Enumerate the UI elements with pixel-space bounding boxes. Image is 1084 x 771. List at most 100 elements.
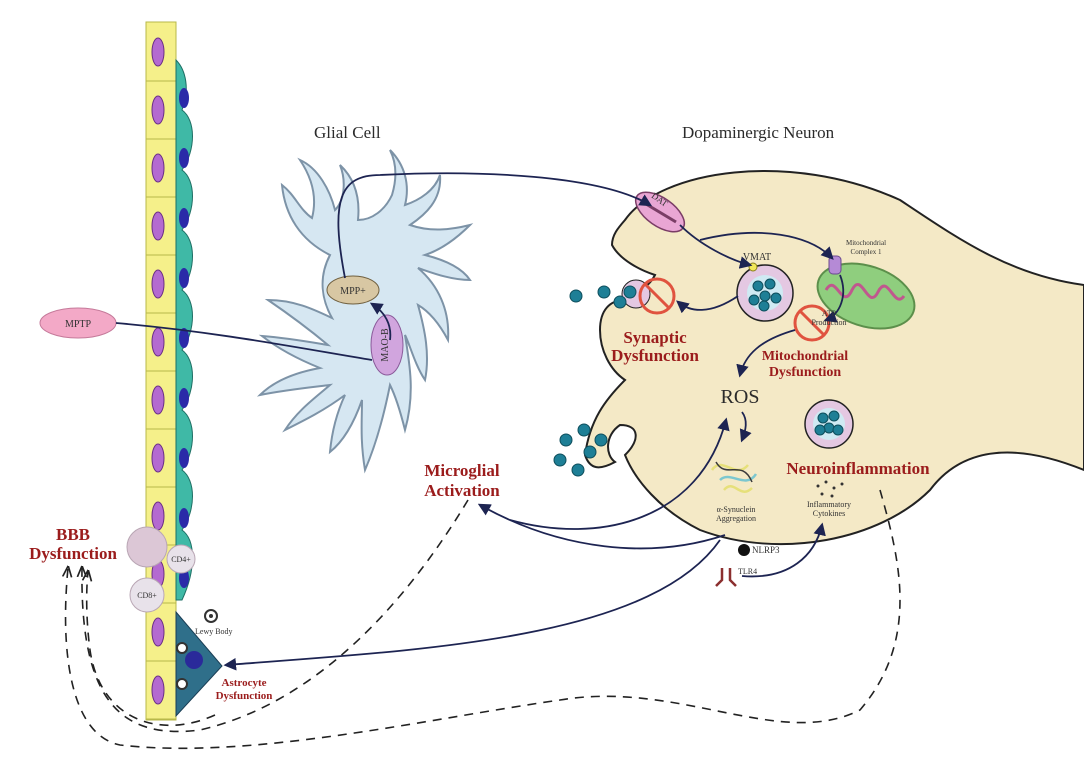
vmat-vesicle — [736, 262, 794, 322]
neuroinflammation-vesicle — [804, 399, 854, 449]
vmat-label: VMAT — [743, 252, 771, 263]
dopamine-dot — [569, 289, 583, 303]
dashed-arrows — [66, 489, 901, 750]
cytokine-dot — [830, 494, 834, 498]
dopamine-dot — [748, 294, 760, 306]
pericyte-nucleus — [179, 88, 189, 108]
nlrp-label: NLRP3 — [752, 545, 780, 555]
dopamine-molecules — [553, 285, 637, 477]
endothelial-cells — [146, 37, 176, 720]
dopamine-dot — [571, 463, 585, 477]
endothelial-nucleus — [151, 211, 165, 241]
synaptic-inhibit-icon — [638, 277, 676, 315]
mito-dysfunction-label-2: Dysfunction — [769, 365, 842, 380]
dopamine-dot — [553, 453, 567, 467]
endothelial-nucleus — [151, 675, 165, 705]
cd4-label: CD4+ — [171, 555, 191, 564]
endothelial-nucleus — [151, 327, 165, 357]
cd8-label: CD8+ — [137, 591, 157, 600]
immune-cell — [126, 526, 168, 568]
pericyte-nucleus — [179, 208, 189, 228]
endothelial-nucleus — [151, 443, 165, 473]
pericyte-nucleus — [179, 268, 189, 288]
dopamine-dot — [597, 285, 611, 299]
tlr-to-cytokines-arrow — [741, 522, 826, 578]
pericyte-nucleus — [179, 388, 189, 408]
pericyte-nucleus — [179, 448, 189, 468]
lewy-body-marker — [176, 642, 188, 654]
dopamine-dot — [577, 423, 591, 437]
dopamine-dot — [594, 433, 608, 447]
synuclein-label-1: α-Synuclein — [717, 505, 756, 514]
synuclein-label-2: Aggregation — [716, 514, 756, 523]
mptp-to-maob-arrow — [115, 322, 373, 361]
dopamine-dot — [814, 424, 826, 436]
endothelial-nucleus — [151, 617, 165, 647]
arrows — [115, 172, 845, 671]
mitochondrial-complex-1 — [828, 255, 842, 275]
glial-cell-body — [256, 149, 474, 474]
dat-to-vmat-arrow — [679, 224, 753, 269]
tlr-receptor-icon — [715, 568, 737, 587]
dopamine-dot — [583, 445, 597, 459]
mito-complex-label-2: Complex 1 — [851, 248, 882, 256]
atp-to-ros-arrow — [736, 329, 796, 378]
dopamine-dot — [823, 422, 835, 434]
pericyte-nuclei — [179, 88, 189, 588]
endothelial-nucleus — [151, 385, 165, 415]
cd4-cell — [166, 544, 196, 574]
astrocyte-nucleus — [185, 651, 203, 669]
pericyte-nucleus — [179, 148, 189, 168]
microglia-to-bbb-dashed-arrow — [82, 499, 469, 733]
maob-to-mpp-arrow — [369, 302, 392, 341]
vmat-to-complex-arrow — [699, 232, 834, 260]
bbb-dysfunction-label-1: BBB — [56, 525, 90, 544]
glial-cell-title: Glial Cell — [314, 123, 381, 142]
cytokine-dot — [816, 484, 820, 488]
atp-label-1: ATP — [822, 309, 837, 318]
neuroinflammation-to-bbb-dashed-arrow — [66, 489, 901, 750]
synuclein-to-microglia-arrow — [477, 503, 726, 550]
microglial-activation-label-1: Microglial — [424, 461, 499, 480]
dopamine-dot — [764, 278, 776, 290]
vmat-transporter — [748, 262, 758, 272]
mito-complex-label-1: Mitochondrial — [846, 239, 886, 247]
dopamine-dot — [759, 290, 771, 302]
tlr-label: TLR4 — [738, 567, 757, 576]
mito-dysfunction-label-1: Mitochondrial — [762, 349, 848, 364]
mpp-plus-box — [326, 275, 380, 305]
astrocyte-to-bbb-dashed-arrow — [87, 572, 216, 727]
astrocyte-dysfunction-label-1: Astrocyte — [222, 677, 267, 689]
ros-label: ROS — [721, 386, 760, 408]
atp-label-2: Production — [811, 318, 846, 327]
endothelial-nucleus — [151, 269, 165, 299]
complex-to-atp-arrow — [823, 274, 845, 323]
mao-b-label: MAO-B — [380, 328, 391, 362]
neuroinflammation-label: Neuroinflammation — [786, 459, 930, 478]
mao-b-enzyme — [370, 314, 404, 376]
pericyte-nucleus — [179, 508, 189, 528]
synaptic-dysfunction-label-1: Synaptic — [623, 328, 687, 347]
dopamine-dot — [770, 292, 782, 304]
cd8-cell — [129, 577, 165, 613]
cytokines-icon — [816, 480, 844, 498]
dopamine-dot — [613, 295, 627, 309]
endothelial-nucleus — [151, 95, 165, 125]
microglial-activation-label-2: Activation — [424, 481, 500, 500]
dopamine-dot — [758, 300, 770, 312]
cytokine-dot — [824, 480, 828, 484]
dopamine-dot — [817, 412, 829, 424]
cytokines-label-1: Inflammatory — [807, 500, 851, 509]
dopaminergic-neuron-title: Dopaminergic Neuron — [682, 123, 835, 142]
endothelial-nucleus — [151, 501, 165, 531]
dopamine-dot — [752, 280, 764, 292]
cytokines-label-2: Cytokines — [813, 509, 845, 518]
nlrp-icon — [738, 544, 750, 556]
cytokine-dot — [832, 486, 836, 490]
dopamine-dot — [832, 424, 844, 436]
astrocyte-dysfunction-label-2: Dysfunction — [216, 690, 273, 702]
alpha-synuclein-aggregate-icon — [710, 461, 758, 493]
dopamine-dot — [623, 285, 637, 299]
endothelial-nucleus — [151, 37, 165, 67]
